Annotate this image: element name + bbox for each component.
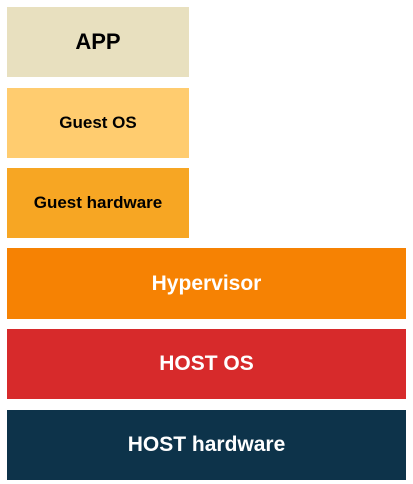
guest-hardware-layer: Guest hardware <box>7 168 189 238</box>
host-hardware-layer: HOST hardware <box>7 410 406 480</box>
hypervisor-layer: Hypervisor <box>7 248 406 319</box>
host-os-layer-label: HOST OS <box>159 352 254 375</box>
guest-hardware-layer-label: Guest hardware <box>33 193 163 212</box>
guest-os-layer-label: Guest OS <box>59 113 137 132</box>
app-layer-label: APP <box>75 29 121 54</box>
host-hardware-layer-label: HOST hardware <box>127 433 286 456</box>
host-os-layer: HOST OS <box>7 329 406 399</box>
hypervisor-layer-label: Hypervisor <box>151 271 262 295</box>
app-layer: APP <box>7 7 189 77</box>
guest-os-layer: Guest OS <box>7 88 189 158</box>
